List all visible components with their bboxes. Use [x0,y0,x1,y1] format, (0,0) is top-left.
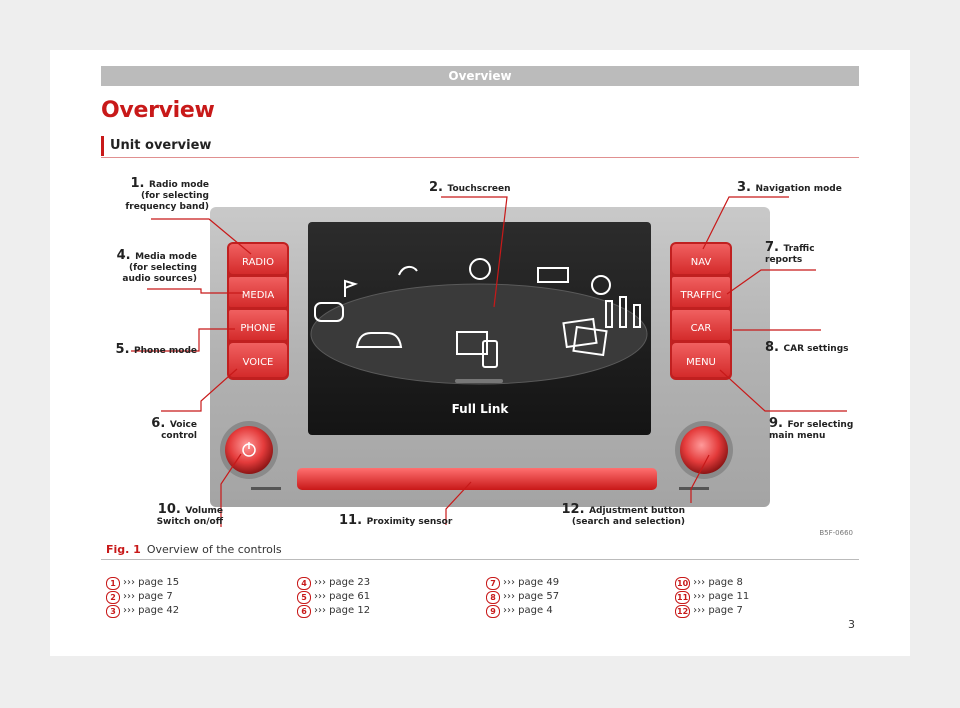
ref-page-link[interactable]: ››› page 49 [503,577,560,588]
page-ref-row[interactable]: 11››› page 11 [675,590,749,604]
apps-grid-icon [456,331,488,355]
radio-icon [537,267,569,283]
ref-page-link[interactable]: ››› page 61 [314,591,371,602]
page-ref-row[interactable]: 8››› page 57 [486,590,559,604]
callout-c11: 11. Proximity sensor [339,513,453,528]
ref-page-link[interactable]: ››› page 4 [503,605,553,616]
page-ref-row[interactable]: 6››› page 12 [297,604,370,618]
page-ref-row[interactable]: 5››› page 61 [297,590,370,604]
menu-carousel [310,283,648,385]
flag-icon [344,279,359,297]
caption-text: Overview of the controls [146,543,282,556]
phone-label: PHONE [240,323,275,334]
ref-number-badge: 2 [106,590,120,604]
unit-illustration: Full Link RADIO MEDIA PHONE VOICE NAV TR… [116,176,854,537]
menu-button [672,343,730,377]
carousel-indicator [455,379,503,383]
ref-number-badge: 7 [486,576,500,590]
ref-number-badge: 11 [675,590,691,604]
voice-button [229,343,287,377]
figure-box: Full Link RADIO MEDIA PHONE VOICE NAV TR… [101,169,859,560]
ref-number-badge: 12 [675,604,691,618]
subtitle-marker [101,136,104,156]
traffic-button [672,277,730,307]
callout-c5: 5. Phone mode [116,342,197,357]
page-ref-row[interactable]: 7››› page 49 [486,576,559,590]
adjustment-knob [680,426,728,474]
volume-knob [225,426,273,474]
ref-number-badge: 1 [106,576,120,590]
callout-c8: 8. CAR settings [765,340,849,355]
nav-button [672,244,730,274]
photo-icon [562,317,598,349]
ref-page-link[interactable]: ››› page 15 [123,577,180,588]
page-title: Overview [101,98,215,123]
ref-number-badge: 5 [297,590,311,604]
smartphone-icon [482,340,498,368]
voice-label: VOICE [243,357,274,368]
media-label: MEDIA [242,290,275,301]
ref-page-link[interactable]: ››› page 57 [503,591,560,602]
car-label: CAR [691,323,712,334]
ref-number-badge: 10 [675,576,691,590]
callout-lines [131,196,847,527]
ref-page-link[interactable]: ››› page 12 [314,605,371,616]
page-ref-row[interactable]: 9››› page 4 [486,604,559,618]
car-icon [355,332,403,348]
nav-label: NAV [691,257,712,268]
car-button [672,310,730,340]
play-icon [469,258,491,280]
proximity-sensor [297,468,657,490]
figure-caption: Fig. 1 Overview of the controls [106,543,282,556]
page-ref-row[interactable]: 10››› page 8 [675,576,749,590]
page-ref-row[interactable]: 12››› page 7 [675,604,749,618]
page-number: 3 [848,618,855,631]
gear-icon [591,275,611,295]
ref-number-badge: 9 [486,604,500,618]
media-button [229,277,287,307]
page-ref-row[interactable]: 4››› page 23 [297,576,370,590]
section-band: Overview [101,66,859,86]
screen-label: Full Link [452,402,510,416]
traffic-label: TRAFFIC [680,290,722,301]
ref-number-badge: 6 [297,604,311,618]
image-code: B5F-0660 [819,529,853,537]
ref-number-badge: 4 [297,576,311,590]
page-subtitle: Unit overview [110,138,212,153]
ref-page-link[interactable]: ››› page 7 [123,591,173,602]
ref-page-link[interactable]: ››› page 7 [693,605,743,616]
radio-label: RADIO [242,257,274,268]
car-stack-icon [314,302,344,322]
radio-button [229,244,287,274]
equalizer-icon [605,300,613,328]
callout-c12: 12. Adjustment button(search and selecti… [562,502,686,527]
ref-page-link[interactable]: ››› page 11 [693,591,750,602]
caption-fig-number: Fig. 1 [106,543,141,556]
page-ref-row[interactable]: 3››› page 42 [106,604,179,618]
phone-button [229,310,287,340]
subtitle-rule [101,157,859,158]
ref-page-link[interactable]: ››› page 42 [123,605,180,616]
ref-page-link[interactable]: ››› page 8 [693,577,743,588]
ref-page-link[interactable]: ››› page 23 [314,577,371,588]
ref-number-badge: 3 [106,604,120,618]
page-ref-row[interactable]: 2››› page 7 [106,590,179,604]
phone-icon [398,265,418,276]
page-ref-row[interactable]: 1››› page 15 [106,576,179,590]
callout-c3: 3. Navigation mode [737,180,842,195]
menu-label: MENU [686,357,716,368]
callout-c2: 2. Touchscreen [429,180,511,195]
ref-number-badge: 8 [486,590,500,604]
